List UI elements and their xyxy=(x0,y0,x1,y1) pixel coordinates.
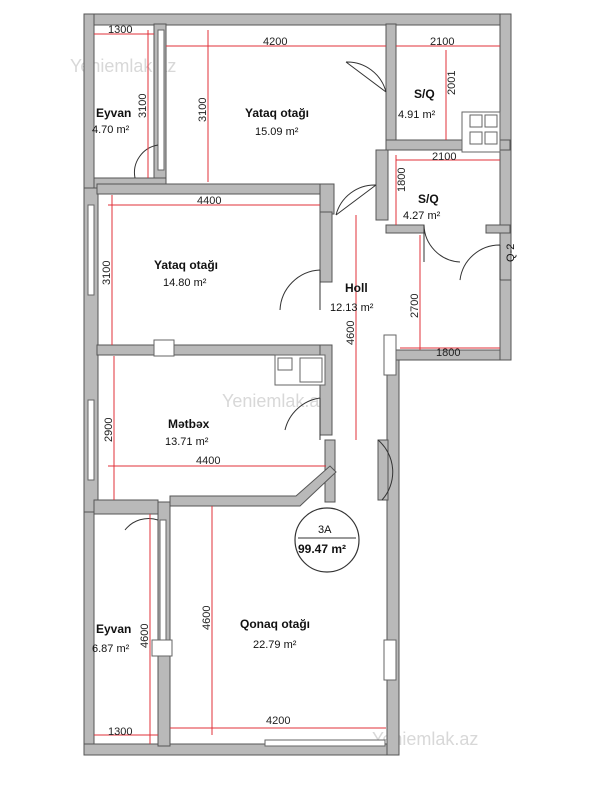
door-eyvan1 xyxy=(134,144,159,179)
dim-4200-top: 4200 xyxy=(263,36,287,48)
badge-total-area: 99.47 m² xyxy=(298,542,346,556)
room-metbex-name: Mətbəx xyxy=(168,417,210,431)
wall-sq1-left xyxy=(385,23,397,147)
dim-4200-bot: 4200 xyxy=(266,715,290,727)
dim-1800-v: 1800 xyxy=(396,168,408,192)
room-yataq-mid-area: 14.80 m² xyxy=(163,277,207,289)
door-yataq2 xyxy=(279,269,321,311)
wall-holl-left-top xyxy=(319,183,335,215)
apartment-badge: 3A 99.47 m² xyxy=(294,507,360,573)
wall-left-lower xyxy=(83,511,95,755)
room-holl-name: Holl xyxy=(345,281,368,295)
wall-holl-right xyxy=(377,439,389,501)
dim-2700: 2700 xyxy=(409,294,421,318)
door-yataq1 xyxy=(335,184,377,216)
door-sq1 xyxy=(345,61,387,93)
dimension-lines xyxy=(94,30,500,744)
door-qonaq xyxy=(377,439,394,501)
dim-4400-yataq: 4400 xyxy=(197,195,221,207)
room-eyvan-bot-area: 6.87 m² xyxy=(92,643,130,655)
wall-right-step xyxy=(499,279,512,361)
window-eyvan1 xyxy=(157,29,165,171)
dim-2001: 2001 xyxy=(446,71,458,95)
fixtures xyxy=(274,111,501,386)
fixture-c xyxy=(469,131,483,145)
room-holl-area: 12.13 m² xyxy=(330,302,374,314)
dim-2900: 2900 xyxy=(103,418,115,442)
dim-3100-yataq2: 3100 xyxy=(101,261,113,285)
room-labels: Eyvan 4.70 m² Yataq otağı 15.09 m² S/Q 4… xyxy=(92,87,441,655)
wall-metbex-diagonal xyxy=(169,465,337,507)
fixture-d xyxy=(484,131,498,145)
dim-4600-holl: 4600 xyxy=(345,321,357,345)
wall-sq-left xyxy=(375,149,389,221)
room-eyvan-top-name: Eyvan xyxy=(96,106,131,120)
wall-sq-mid xyxy=(385,139,511,151)
door-eyvan2 xyxy=(124,518,159,531)
wall-left-eyvan xyxy=(83,13,95,190)
room-metbex-area: 13.71 m² xyxy=(165,436,209,448)
badge-circle xyxy=(294,507,360,573)
window-yataq2 xyxy=(87,204,95,296)
dim-4400-metbex: 4400 xyxy=(196,455,220,467)
wall-yataq2-right xyxy=(319,211,333,283)
wall-right-lower xyxy=(386,357,400,756)
watermark-center: Yeniemlak.az xyxy=(222,391,328,411)
radiator-qonaq xyxy=(383,639,397,681)
window-qonaq xyxy=(264,739,386,747)
wall-top xyxy=(83,13,503,26)
radiator-holl xyxy=(383,334,397,376)
stove-burner-a xyxy=(277,357,293,371)
windows xyxy=(87,29,397,747)
dim-1800-h: 1800 xyxy=(436,347,460,359)
room-yataq-top-area: 15.09 m² xyxy=(255,126,299,138)
dim-3100-eyvan: 3100 xyxy=(137,94,149,118)
door-sq2 xyxy=(423,224,461,263)
doors xyxy=(124,61,501,531)
radiator-yataq2 xyxy=(153,339,175,357)
room-yataq-top-name: Yataq otağı xyxy=(245,106,309,120)
wall-sq2-bottom-r xyxy=(485,224,511,234)
badge-code: 3A xyxy=(318,524,332,536)
dim-2100-mid: 2100 xyxy=(432,151,456,163)
fixture-b xyxy=(484,114,498,128)
window-eyvan2 xyxy=(159,519,167,641)
room-sq-top-area: 4.91 m² xyxy=(398,109,436,121)
dim-1300-bot: 1300 xyxy=(108,726,132,738)
shaft-label: Q-2 xyxy=(505,244,517,262)
dim-1300-top: 1300 xyxy=(108,24,132,36)
room-qonaq-area: 22.79 m² xyxy=(253,639,297,651)
room-sq-mid-area: 4.27 m² xyxy=(403,210,441,222)
dim-4600-qonaq: 4600 xyxy=(201,606,213,630)
wall-yataq2-bottom xyxy=(96,344,333,356)
room-eyvan-top-area: 4.70 m² xyxy=(92,124,130,136)
radiator-eyvan2 xyxy=(151,639,173,657)
wall-eyvan2-top xyxy=(93,499,159,515)
wall-sq2-bottom-l xyxy=(385,224,425,234)
watermark-top: Yeniemlak.az xyxy=(70,56,176,76)
dimension-labels: 1300 4200 2100 2001 3100 3100 2100 1800 … xyxy=(101,24,460,738)
room-sq-mid-name: S/Q xyxy=(418,192,439,206)
room-yataq-mid-name: Yataq otağı xyxy=(154,258,218,272)
wall-yataq1-bottom xyxy=(96,183,328,195)
dim-2100-top: 2100 xyxy=(430,36,454,48)
room-sq-top-name: S/Q xyxy=(414,87,435,101)
stove-burner-b xyxy=(299,357,323,383)
door-metbex xyxy=(284,397,321,440)
window-metbex xyxy=(87,399,95,481)
fixture-a xyxy=(469,114,483,128)
room-qonaq-name: Qonaq otağı xyxy=(240,617,310,631)
dim-4600-eyvan: 4600 xyxy=(139,624,151,648)
room-eyvan-bot-name: Eyvan xyxy=(96,622,131,636)
door-shaft xyxy=(459,244,501,281)
dim-3100-yataq: 3100 xyxy=(197,98,209,122)
